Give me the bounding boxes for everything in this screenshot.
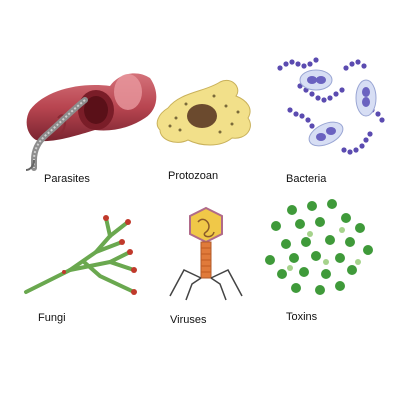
label-toxins: Toxins: [286, 311, 318, 323]
label-bacteria: Bacteria: [286, 173, 327, 185]
label-viruses: Viruses: [170, 314, 207, 326]
label-parasites: Parasites: [44, 173, 90, 185]
label-protozoan: Protozoan: [168, 170, 219, 182]
label-fungi: Fungi: [38, 312, 66, 324]
